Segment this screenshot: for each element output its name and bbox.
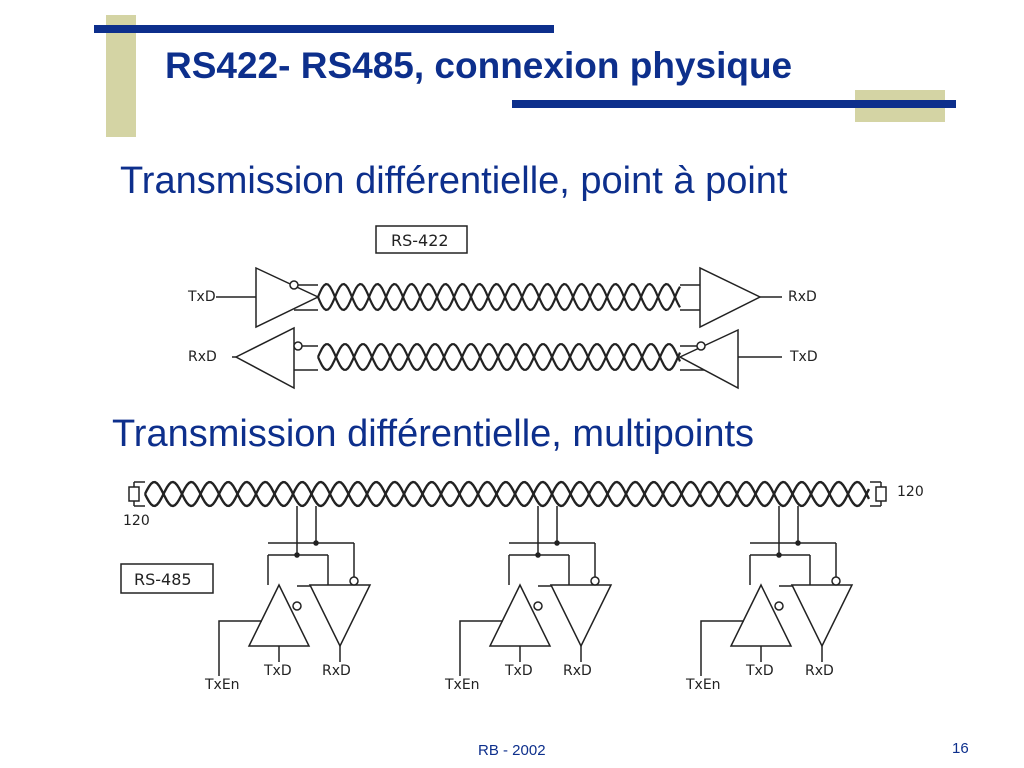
rs485-node3-driver-bubble [774,601,784,611]
rs485-box [120,563,214,594]
title-bar-bottom [512,100,956,108]
rs485-node1-txen-wire [218,620,262,676]
rs485-box-label: RS-485 [134,570,192,589]
rs485-node2-junction-b [554,540,560,546]
page-number: 16 [952,740,969,757]
rs485-node1-txd-label: TxD [263,663,292,679]
rs422-bottom-twisted-pair-a [316,343,682,371]
rs422-left-txd-label: TxD [187,289,216,305]
rs485-node3-txen-label: TxEn [685,677,721,693]
rs485-node1-driver-bubble [292,601,302,611]
rs422-right-receiver-symbol [699,266,762,329]
subtitle-point-to-point: Transmission différentielle, point à poi… [120,160,788,202]
rs422-right-driver-bubble [696,341,706,351]
title-bar-top [94,25,554,33]
rs422-right-txd-label: TxD [789,349,818,365]
rs485-node1-txen-label: TxEn [204,677,240,693]
rs422-box [375,225,468,254]
rs485-right-terminator-label: 120 [897,484,924,500]
rs485-node2-txen-wire [459,620,503,676]
rs422-left-receiver-symbol [234,326,295,390]
rs485-node1-junction-a [294,552,300,558]
rs485-left-terminator-resistor [128,486,140,502]
rs485-node2-receiver-bubble [590,576,600,586]
rs485-bus-twisted-pair-a [143,480,871,508]
rs485-node3-junction-a [776,552,782,558]
subtitle-multipoint: Transmission différentielle, multipoints [112,413,755,455]
rs485-node1-receiver-symbol [308,584,372,648]
rs485-node2-receiver-symbol [549,584,613,648]
rs485-node3-txen-wire [700,620,744,676]
rs422-right-rxd-label: RxD [788,289,817,305]
rs485-bus-twisted-pair-b [143,480,871,508]
footer-author: RB - 2002 [478,742,546,759]
rs485-node2-rxd-label: RxD [563,663,592,679]
rs422-left-driver-symbol [255,266,320,329]
rs422-box-label: RS-422 [391,231,449,250]
rs422-bottom-twisted-pair-b [316,343,682,371]
rs485-node2-driver-symbol [488,583,552,647]
rs485-node1-junction-b [313,540,319,546]
rs485-node3-txd-label: TxD [745,663,774,679]
rs485-node1-receiver-bubble [349,576,359,586]
rs485-node3-receiver-bubble [831,576,841,586]
rs485-node2-txen-label: TxEn [444,677,480,693]
rs485-node2-driver-bubble [533,601,543,611]
rs422-right-driver-symbol [678,328,739,390]
rs422-top-twisted-pair-b [316,282,681,312]
rs485-node3-driver-symbol [729,583,793,647]
rs485-node1-rxd-label: RxD [322,663,351,679]
rs422-top-twisted-pair-a [316,282,681,312]
rs485-left-terminator-label: 120 [123,513,150,529]
accent-block-left [106,15,136,137]
rs422-left-rxd-label: RxD [188,349,217,365]
rs485-node3-rxd-label: RxD [805,663,834,679]
rs485-node3-junction-b [795,540,801,546]
rs485-node3-receiver-symbol [790,584,854,648]
rs485-node2-junction-a [535,552,541,558]
rs485-right-terminator-resistor [875,486,887,502]
rs485-node2-txd-label: TxD [504,663,533,679]
slide-title: RS422- RS485, connexion physique [165,45,793,86]
rs485-node1-driver-symbol [247,583,311,647]
